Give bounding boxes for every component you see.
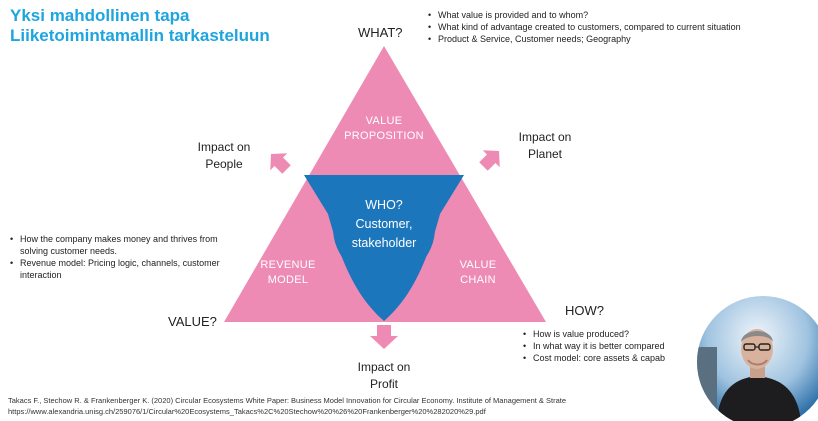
citation-line-1: Takacs F., Stechow R. & Frankenberger K.…: [8, 396, 567, 405]
value-chain-label: VALUE CHAIN: [438, 258, 518, 288]
impact-planet-line-1: Impact on: [518, 130, 572, 144]
impact-people-line-1: Impact on: [197, 140, 251, 154]
who-label: WHO? Customer, stakeholder: [324, 196, 444, 253]
value-bullet: Revenue model: Pricing logic, channels, …: [8, 257, 240, 281]
value-proposition-label: VALUE PROPOSITION: [324, 114, 444, 144]
how-bullet-list: How is value produced? In what way it is…: [521, 328, 665, 364]
title-line-1: Yksi mahdollinen tapa: [10, 6, 190, 25]
arrow-profit-icon: [370, 325, 398, 349]
revenue-model-line-1: REVENUE: [260, 259, 316, 271]
value-chain-line-1: VALUE: [459, 259, 497, 271]
value-label: VALUE?: [168, 314, 217, 329]
value-proposition-line-2: PROPOSITION: [344, 130, 424, 142]
citation: Takacs F., Stechow R. & Frankenberger K.…: [8, 395, 566, 417]
impact-planet-label: Impact on Planet: [505, 129, 585, 163]
arrow-planet-icon: [479, 150, 500, 171]
who-line-1: WHO?: [365, 198, 403, 212]
impact-people-label: Impact on People: [184, 139, 264, 173]
what-bullet: What value is provided and to whom?: [426, 9, 741, 21]
who-line-3: stakeholder: [351, 236, 417, 250]
arrow-people-icon: [270, 153, 291, 174]
how-bullet: In what way it is better compared: [521, 340, 665, 352]
what-bullet: What kind of advantage created to custom…: [426, 21, 741, 33]
how-label: HOW?: [565, 303, 604, 318]
revenue-model-label: REVENUE MODEL: [248, 258, 328, 288]
title-line-2: Liiketoimintamallin tarkasteluun: [10, 26, 270, 45]
impact-profit-line-1: Impact on: [357, 360, 411, 374]
how-bullet: Cost model: core assets & capab: [521, 352, 665, 364]
how-bullet: How is value produced?: [521, 328, 665, 340]
value-proposition-line-1: VALUE: [365, 115, 403, 127]
who-center-circle: [333, 177, 435, 279]
slide-title: Yksi mahdollinen tapa Liiketoimintamalli…: [10, 6, 270, 46]
impact-planet-line-2: Planet: [527, 147, 563, 161]
presenter-webcam: [697, 296, 818, 421]
what-label: WHAT?: [358, 25, 403, 40]
impact-people-line-2: People: [205, 157, 243, 171]
who-line-2: Customer,: [355, 217, 413, 231]
revenue-model-line-2: MODEL: [267, 274, 309, 286]
impact-profit-line-2: Profit: [369, 377, 398, 391]
impact-profit-label: Impact on Profit: [344, 359, 424, 393]
value-bullet: How the company makes money and thrives …: [8, 233, 240, 257]
citation-line-2: https://www.alexandria.unisg.ch/259076/1…: [8, 407, 486, 416]
value-bullet-list: How the company makes money and thrives …: [8, 233, 240, 281]
value-chain-line-2: CHAIN: [460, 274, 496, 286]
what-bullet-list: What value is provided and to whom? What…: [426, 9, 741, 45]
what-bullet: Product & Service, Customer needs; Geogr…: [426, 33, 741, 45]
